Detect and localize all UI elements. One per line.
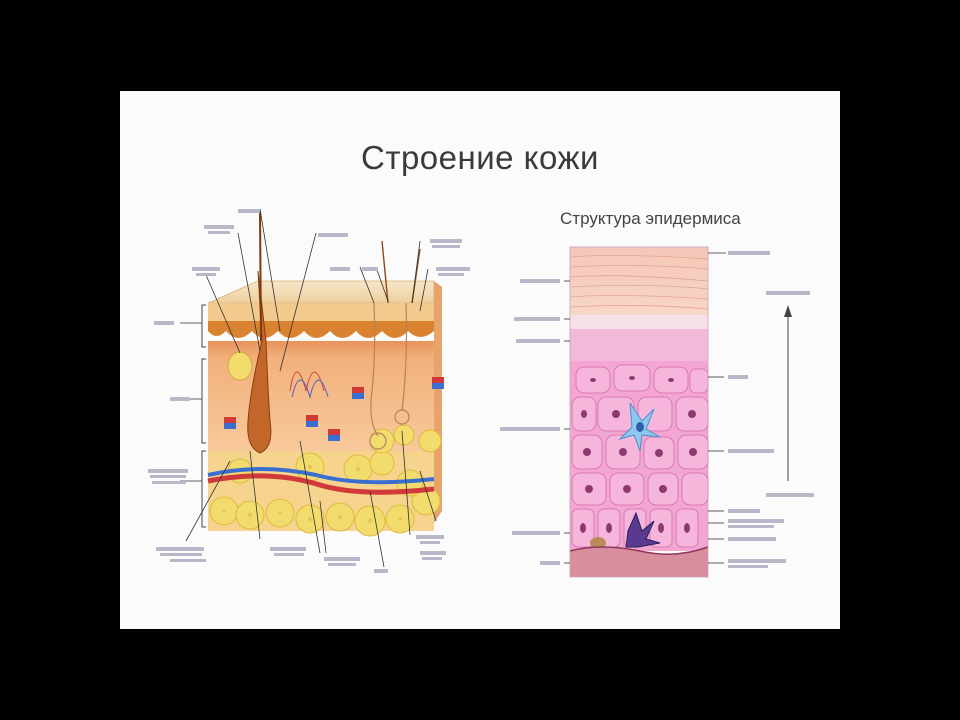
hair-shaft — [259, 210, 262, 342]
illegible-labels-left — [148, 209, 470, 573]
cell-nuclei — [580, 376, 697, 533]
skin-block-diagram — [207, 210, 444, 537]
layer-brackets — [201, 304, 206, 528]
skin-surface — [207, 280, 435, 304]
skin-right-face — [434, 281, 442, 523]
artery — [207, 473, 435, 495]
epidermis-layer — [208, 303, 434, 321]
capillaries — [289, 371, 329, 399]
melanocyte — [625, 511, 661, 548]
leader-lines-left — [180, 208, 437, 568]
vein — [207, 467, 435, 485]
stratum-corneum — [570, 247, 708, 315]
sweat-glands — [369, 302, 410, 450]
leader-lines-right — [564, 252, 726, 564]
stratum-lucidum — [570, 315, 708, 329]
slide: Строение кожи Структура эпидермиса — [120, 91, 840, 629]
merkel-cell — [590, 537, 606, 549]
illegible-labels-right — [500, 251, 814, 568]
sebaceous-gland — [227, 351, 253, 381]
vessel-fragments — [224, 377, 444, 441]
epidermis-structure-title: Структура эпидермиса — [560, 209, 741, 228]
stratum-granulosum — [570, 329, 708, 361]
diagrams — [148, 208, 814, 578]
maturation-arrow — [784, 305, 792, 481]
epidermis-structure-diagram — [569, 246, 709, 578]
papillary-band — [208, 321, 434, 338]
slide-title: Строение кожи — [361, 139, 599, 176]
hair-follicle — [247, 270, 272, 454]
